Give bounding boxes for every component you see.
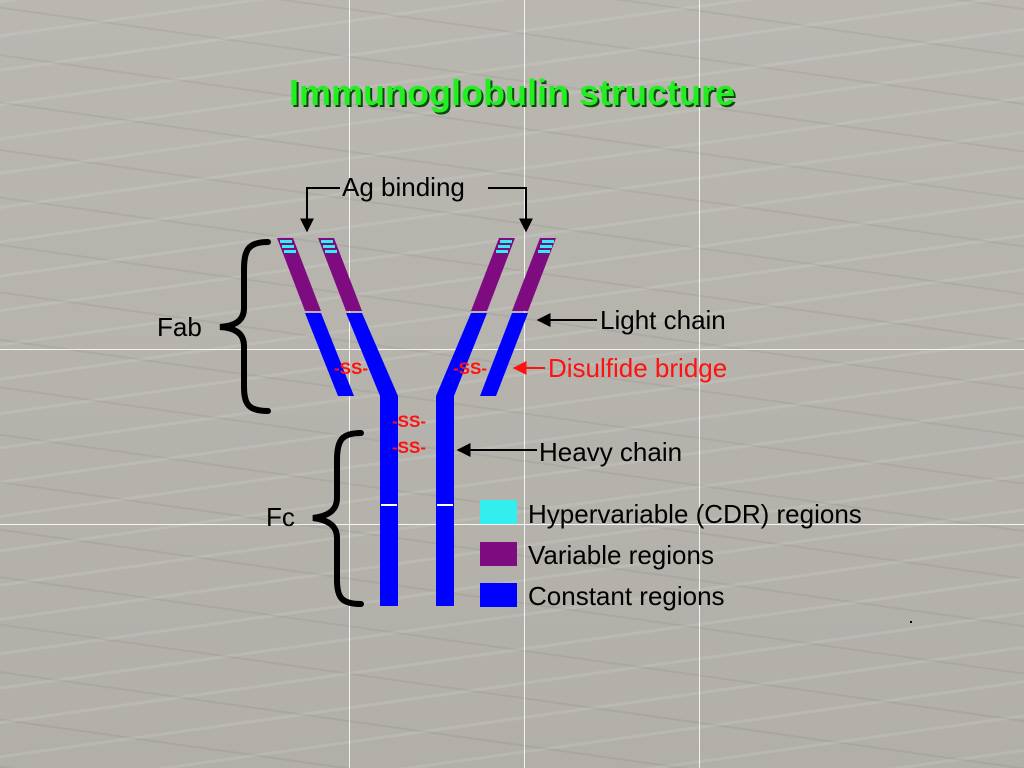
light-chain-right-constant [480,313,528,396]
fab-brace [219,239,271,414]
ag-binding-label: Ag binding [342,172,465,202]
light-chain-left-constant [305,313,354,396]
disulfide-label-hinge-upper: -SS- [392,412,426,431]
heavy-chain-arm-left-variable [318,238,362,311]
ag-binding-arrow-left [300,187,340,233]
disulfide-label-hinge-lower: -SS- [392,438,426,457]
cdr-stripes-left-light [280,240,296,253]
legend-label-constant: Constant regions [528,581,725,611]
legend-label-variable: Variable regions [528,540,714,570]
heavy-chain-arm-left-constant [346,313,398,396]
disulfide-label-right-arm: -SS- [453,359,487,378]
slide-title: Immunoglobulin structure [289,72,735,113]
cdr-stripes-right-heavy [496,240,512,253]
heavy-chain-arm-right-constant [436,313,487,396]
fab-label: Fab [157,312,202,342]
guide-line-vertical [699,0,700,768]
heavy-chain-stem-left [380,396,398,606]
legend-swatch-constant [480,583,517,607]
heavy-chain-arm-right-variable [471,238,515,311]
legend-swatch-hypervariable [480,500,517,524]
guide-line-vertical [349,0,350,768]
legend-swatch-variable [480,542,517,566]
fc-label: Fc [266,502,295,532]
light-chain-left-variable [277,238,321,311]
legend-label-hypervariable: Hypervariable (CDR) regions [528,499,862,529]
legend: Hypervariable (CDR) regions Variable reg… [480,499,862,611]
stray-dot [910,621,912,623]
fc-brace [312,430,364,607]
heavy-chain-label: Heavy chain [539,437,682,467]
guide-line-horizontal [0,524,1024,525]
cdr-stripes-right-light [538,240,554,253]
ag-binding-arrow-right [488,187,533,233]
guide-line-vertical [524,0,525,768]
heavy-chain-stem-right [436,396,454,606]
cdr-stripes-left-heavy [321,240,337,253]
light-chain-label: Light chain [600,305,726,335]
light-chain-right-variable [512,238,556,311]
disulfide-bridge-label: Disulfide bridge [548,353,727,383]
disulfide-label-left-arm: -SS- [334,359,368,378]
